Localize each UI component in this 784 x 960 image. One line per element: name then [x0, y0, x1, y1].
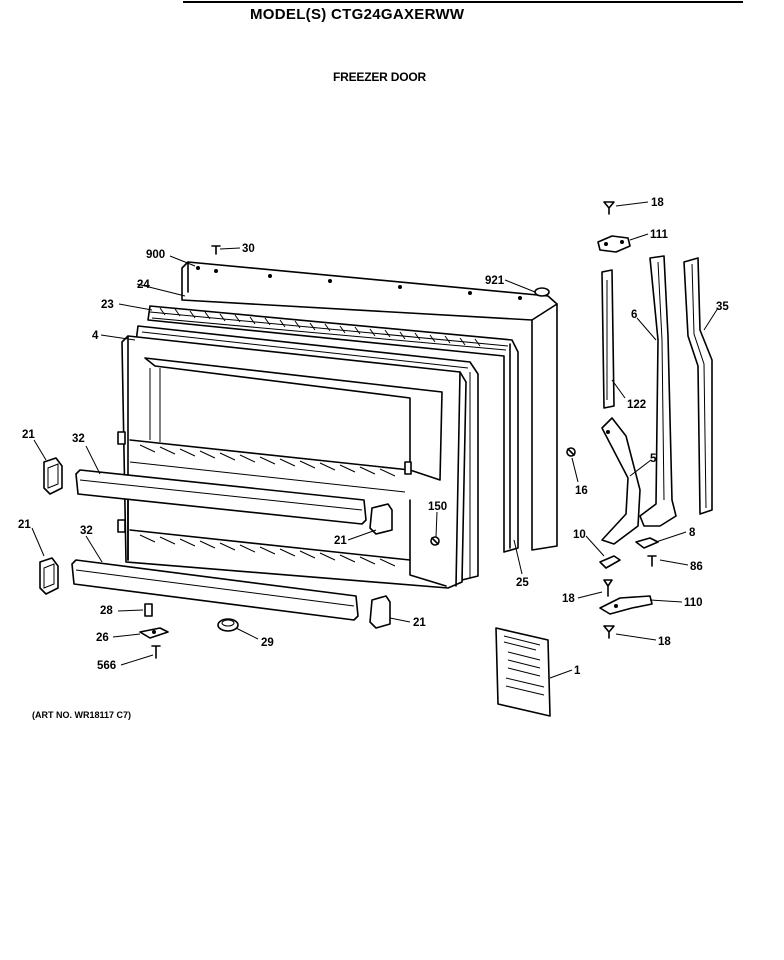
screw-150	[430, 536, 440, 546]
shelf-bar-lower	[71, 559, 359, 621]
owners-manual-1	[495, 627, 551, 717]
screw-top-18	[603, 201, 615, 215]
part-label-18-mid: 18	[562, 593, 575, 605]
part-labels: 18 111 30 900 921 24 23 6 35 4 122 21 32…	[18, 197, 729, 677]
grommet-29	[217, 618, 239, 632]
handle-strip-122	[601, 269, 615, 409]
part-label-23: 23	[101, 299, 114, 311]
part-label-110: 110	[684, 597, 703, 609]
part-label-86: 86	[690, 561, 703, 573]
part-label-16: 16	[575, 485, 588, 497]
part-label-1: 1	[574, 665, 581, 677]
part-label-18-top: 18	[651, 197, 664, 209]
part-label-900: 900	[146, 249, 165, 261]
screw-bottom-18	[603, 625, 615, 639]
hinge-bracket-110	[599, 595, 653, 615]
part-label-21-a: 21	[22, 429, 35, 441]
screw-30	[211, 245, 221, 255]
part-label-32-a: 32	[72, 433, 85, 445]
shelf-end-cap-left-lower	[39, 557, 59, 595]
screw-mid-18	[603, 579, 613, 597]
part-label-8: 8	[689, 527, 696, 539]
bracket-26	[139, 627, 169, 639]
art-number: (ART NO. WR18117 C7)	[32, 710, 132, 720]
part-label-26: 26	[96, 632, 109, 644]
part-label-28: 28	[100, 605, 113, 617]
part-label-921: 921	[485, 275, 505, 287]
shelf-bar-upper	[75, 469, 367, 525]
part-label-150: 150	[428, 501, 447, 513]
part-label-4: 4	[92, 330, 99, 342]
door-liner	[117, 335, 467, 589]
plug-921	[534, 287, 550, 297]
hinge-5	[601, 417, 641, 545]
hinge-cap-111	[597, 235, 631, 253]
part-label-111: 111	[650, 229, 669, 241]
part-label-566: 566	[97, 660, 116, 672]
shelf-end-cap-right-upper	[369, 503, 393, 535]
part-label-122: 122	[627, 399, 646, 411]
section-title: FREEZER DOOR	[333, 70, 426, 84]
part-label-32-b: 32	[80, 525, 93, 537]
part-label-21-b: 21	[334, 535, 347, 547]
screw-16	[566, 447, 576, 457]
part-label-5: 5	[650, 453, 657, 465]
spacer-8	[635, 537, 659, 549]
header-rule	[183, 1, 743, 3]
part-label-18-bottom: 18	[658, 636, 671, 648]
door-gasket	[147, 305, 519, 553]
part-label-21-d: 21	[413, 617, 426, 629]
handle-trim-35	[683, 257, 713, 515]
part-label-24: 24	[137, 279, 150, 291]
door-handle-6	[639, 255, 677, 527]
screw-86	[647, 555, 657, 567]
clip-10	[599, 555, 621, 569]
part-label-29: 29	[261, 637, 274, 649]
leader-lines	[31, 201, 719, 679]
shelf-end-cap-right-lower	[369, 595, 391, 629]
part-label-6: 6	[631, 309, 637, 321]
model-title: MODEL(S) CTG24GAXERWW	[250, 6, 465, 23]
part-label-10: 10	[573, 529, 586, 541]
screw-566	[151, 645, 161, 659]
spacer-28	[144, 603, 153, 617]
part-label-21-c: 21	[18, 519, 31, 531]
outer-door-panel	[181, 261, 558, 551]
part-label-25: 25	[516, 577, 529, 589]
part-label-35: 35	[716, 301, 729, 313]
shelf-end-cap-left-upper	[43, 457, 63, 495]
part-label-30: 30	[242, 243, 255, 255]
